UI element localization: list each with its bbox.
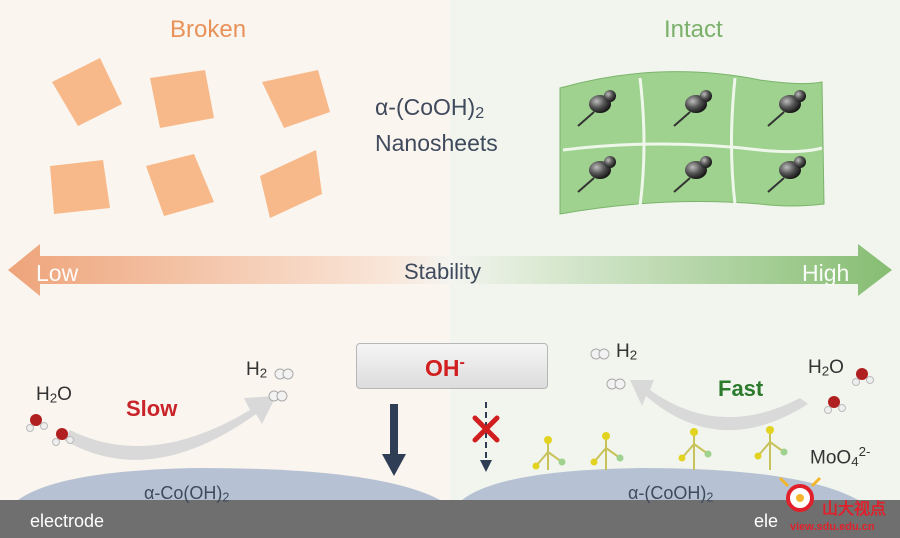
electrode-bar [0, 500, 900, 538]
broken-title: Broken [170, 16, 247, 43]
hydrogen-label-right: H2 [616, 341, 638, 363]
water-label-right: H2O [808, 357, 844, 379]
molybdate-anchors [532, 426, 788, 470]
sheet-grid-line [638, 77, 646, 207]
broken-flake [262, 70, 330, 128]
molybdate-anchor [754, 426, 788, 470]
push-pins [577, 90, 806, 193]
push-pin-icon [673, 90, 712, 127]
push-pin-icon [577, 90, 616, 127]
cobalt-hydroxide-film-label: α-Co(OH)2 [144, 483, 230, 505]
watermark-text: 山大视点 [822, 501, 887, 518]
sheet-grid-line [730, 77, 737, 205]
broken-flake [146, 154, 214, 216]
oh-down-arrow [382, 404, 406, 476]
push-pin-icon [767, 156, 806, 193]
nanosheet-label: Nanosheets [375, 130, 498, 156]
molybdate-label: MoO42- [810, 444, 871, 469]
stability-arrow [8, 244, 892, 296]
oh-blocked-arrow [472, 402, 500, 472]
watermark-url: view.sdu.edu.cn [790, 521, 875, 533]
stability-high-label: High [802, 260, 850, 286]
intact-nanosheet [559, 71, 825, 215]
molybdate-anchor [678, 428, 712, 470]
water-molecule-right-2 [824, 396, 846, 414]
water-molecule-left-1 [26, 414, 48, 432]
broken-flake [52, 58, 122, 126]
water-molecule-left-2 [52, 428, 74, 446]
molybdate-anchor [590, 432, 624, 470]
broken-flake [50, 160, 110, 214]
film-left [18, 468, 440, 500]
hydrogen-bubbles-left [268, 368, 294, 402]
hydrogen-label-left: H2 [246, 359, 268, 381]
water-label-left: H2O [36, 384, 72, 406]
watermark-logo [778, 476, 822, 512]
fast-label: Fast [718, 376, 764, 401]
push-pin-icon [673, 156, 712, 193]
fast-curved-arrow [630, 380, 808, 431]
electrode-label-left: electrode [30, 511, 105, 531]
intact-sheet-body [559, 71, 825, 215]
broken-nanosheet-flakes [50, 58, 330, 218]
hydroxide-label: OH- [425, 353, 465, 381]
intact-title: Intact [664, 16, 723, 43]
slow-curved-arrow [64, 396, 276, 460]
water-molecule-right-1 [852, 368, 874, 386]
broken-flake [260, 150, 322, 218]
push-pin-icon [577, 156, 616, 193]
broken-flake [150, 70, 214, 128]
hydrogen-bubbles-right [590, 348, 626, 390]
molybdate-anchor [532, 436, 566, 470]
push-pin-icon [767, 90, 806, 127]
nanosheet-formula: α-(CoOH)2 [375, 94, 485, 123]
stability-low-label: Low [36, 260, 79, 286]
slow-label: Slow [126, 396, 178, 421]
sheet-grid-line [562, 142, 823, 154]
cooh-film-label: α-(CoOH)2 [628, 483, 714, 505]
stability-label: Stability [404, 259, 482, 284]
film-right [462, 468, 858, 500]
hydroxide-box [356, 343, 548, 389]
electrode-label-right: ele [754, 511, 779, 531]
